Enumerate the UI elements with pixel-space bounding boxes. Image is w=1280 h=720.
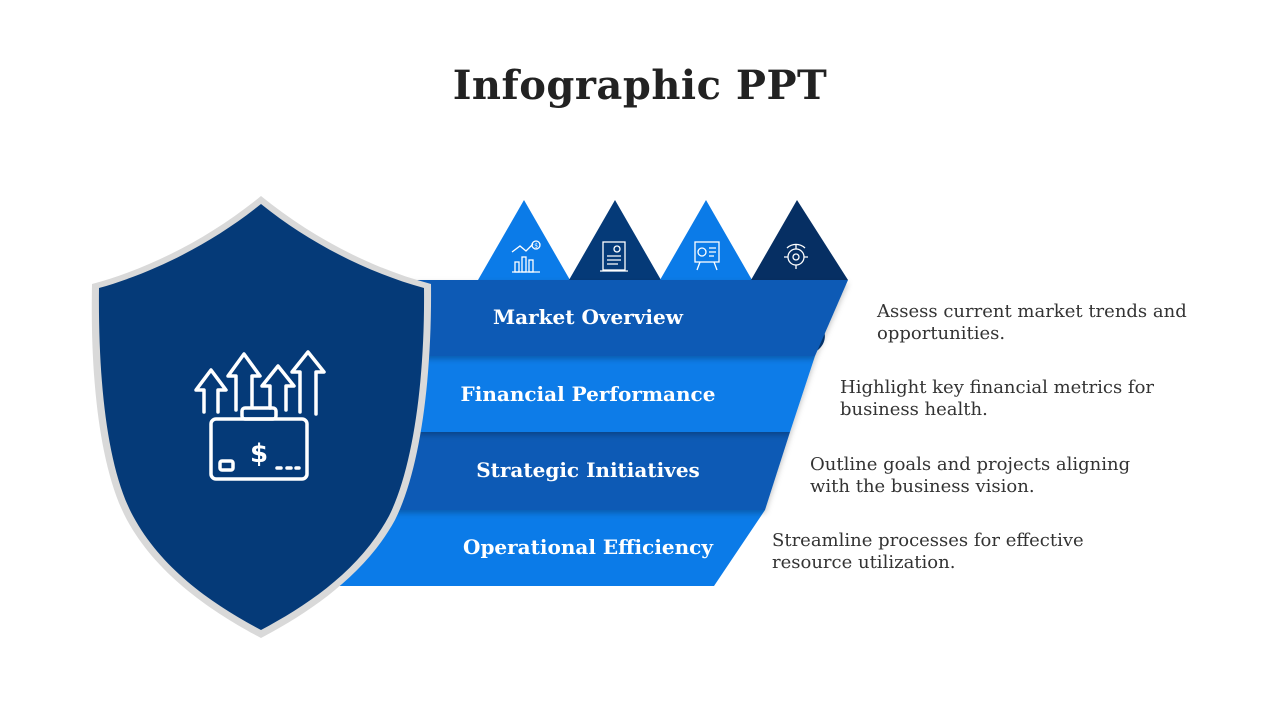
triangle-2 [569,200,661,280]
band-label-1: Market Overview [493,305,684,329]
band-label-4: Operational Efficiency [463,535,714,559]
report-document-icon [600,241,628,272]
band-3 [300,432,790,510]
growth-chart-dollar-icon: $ [511,240,541,273]
shield [91,196,432,638]
bands [300,280,848,586]
description-4: Streamline processes for effective resou… [772,530,1084,573]
page-title: Infographic PPT [452,62,828,109]
band-label-3: Strategic Initiatives [476,458,700,482]
band-1 [300,280,848,356]
triangle-4 [751,200,848,280]
briefcase-growth-arrows-icon: $ [194,350,326,481]
description-1: Assess current market trends and opportu… [877,301,1187,344]
band-2 [300,356,815,432]
triangle-1 [478,200,570,280]
shield-body [98,204,425,630]
description-3: Outline goals and projects aligning with… [810,454,1131,497]
analytics-screen-icon [694,241,720,271]
description-2: Highlight key financial metrics for busi… [840,377,1155,420]
svg-text:$: $ [250,439,268,469]
svg-text:$: $ [534,243,538,250]
gear-cycle-icon [784,243,808,269]
band-4 [300,510,765,586]
top-triangles [478,200,848,280]
triangle-3 [660,200,752,280]
band-label-2: Financial Performance [461,382,716,406]
